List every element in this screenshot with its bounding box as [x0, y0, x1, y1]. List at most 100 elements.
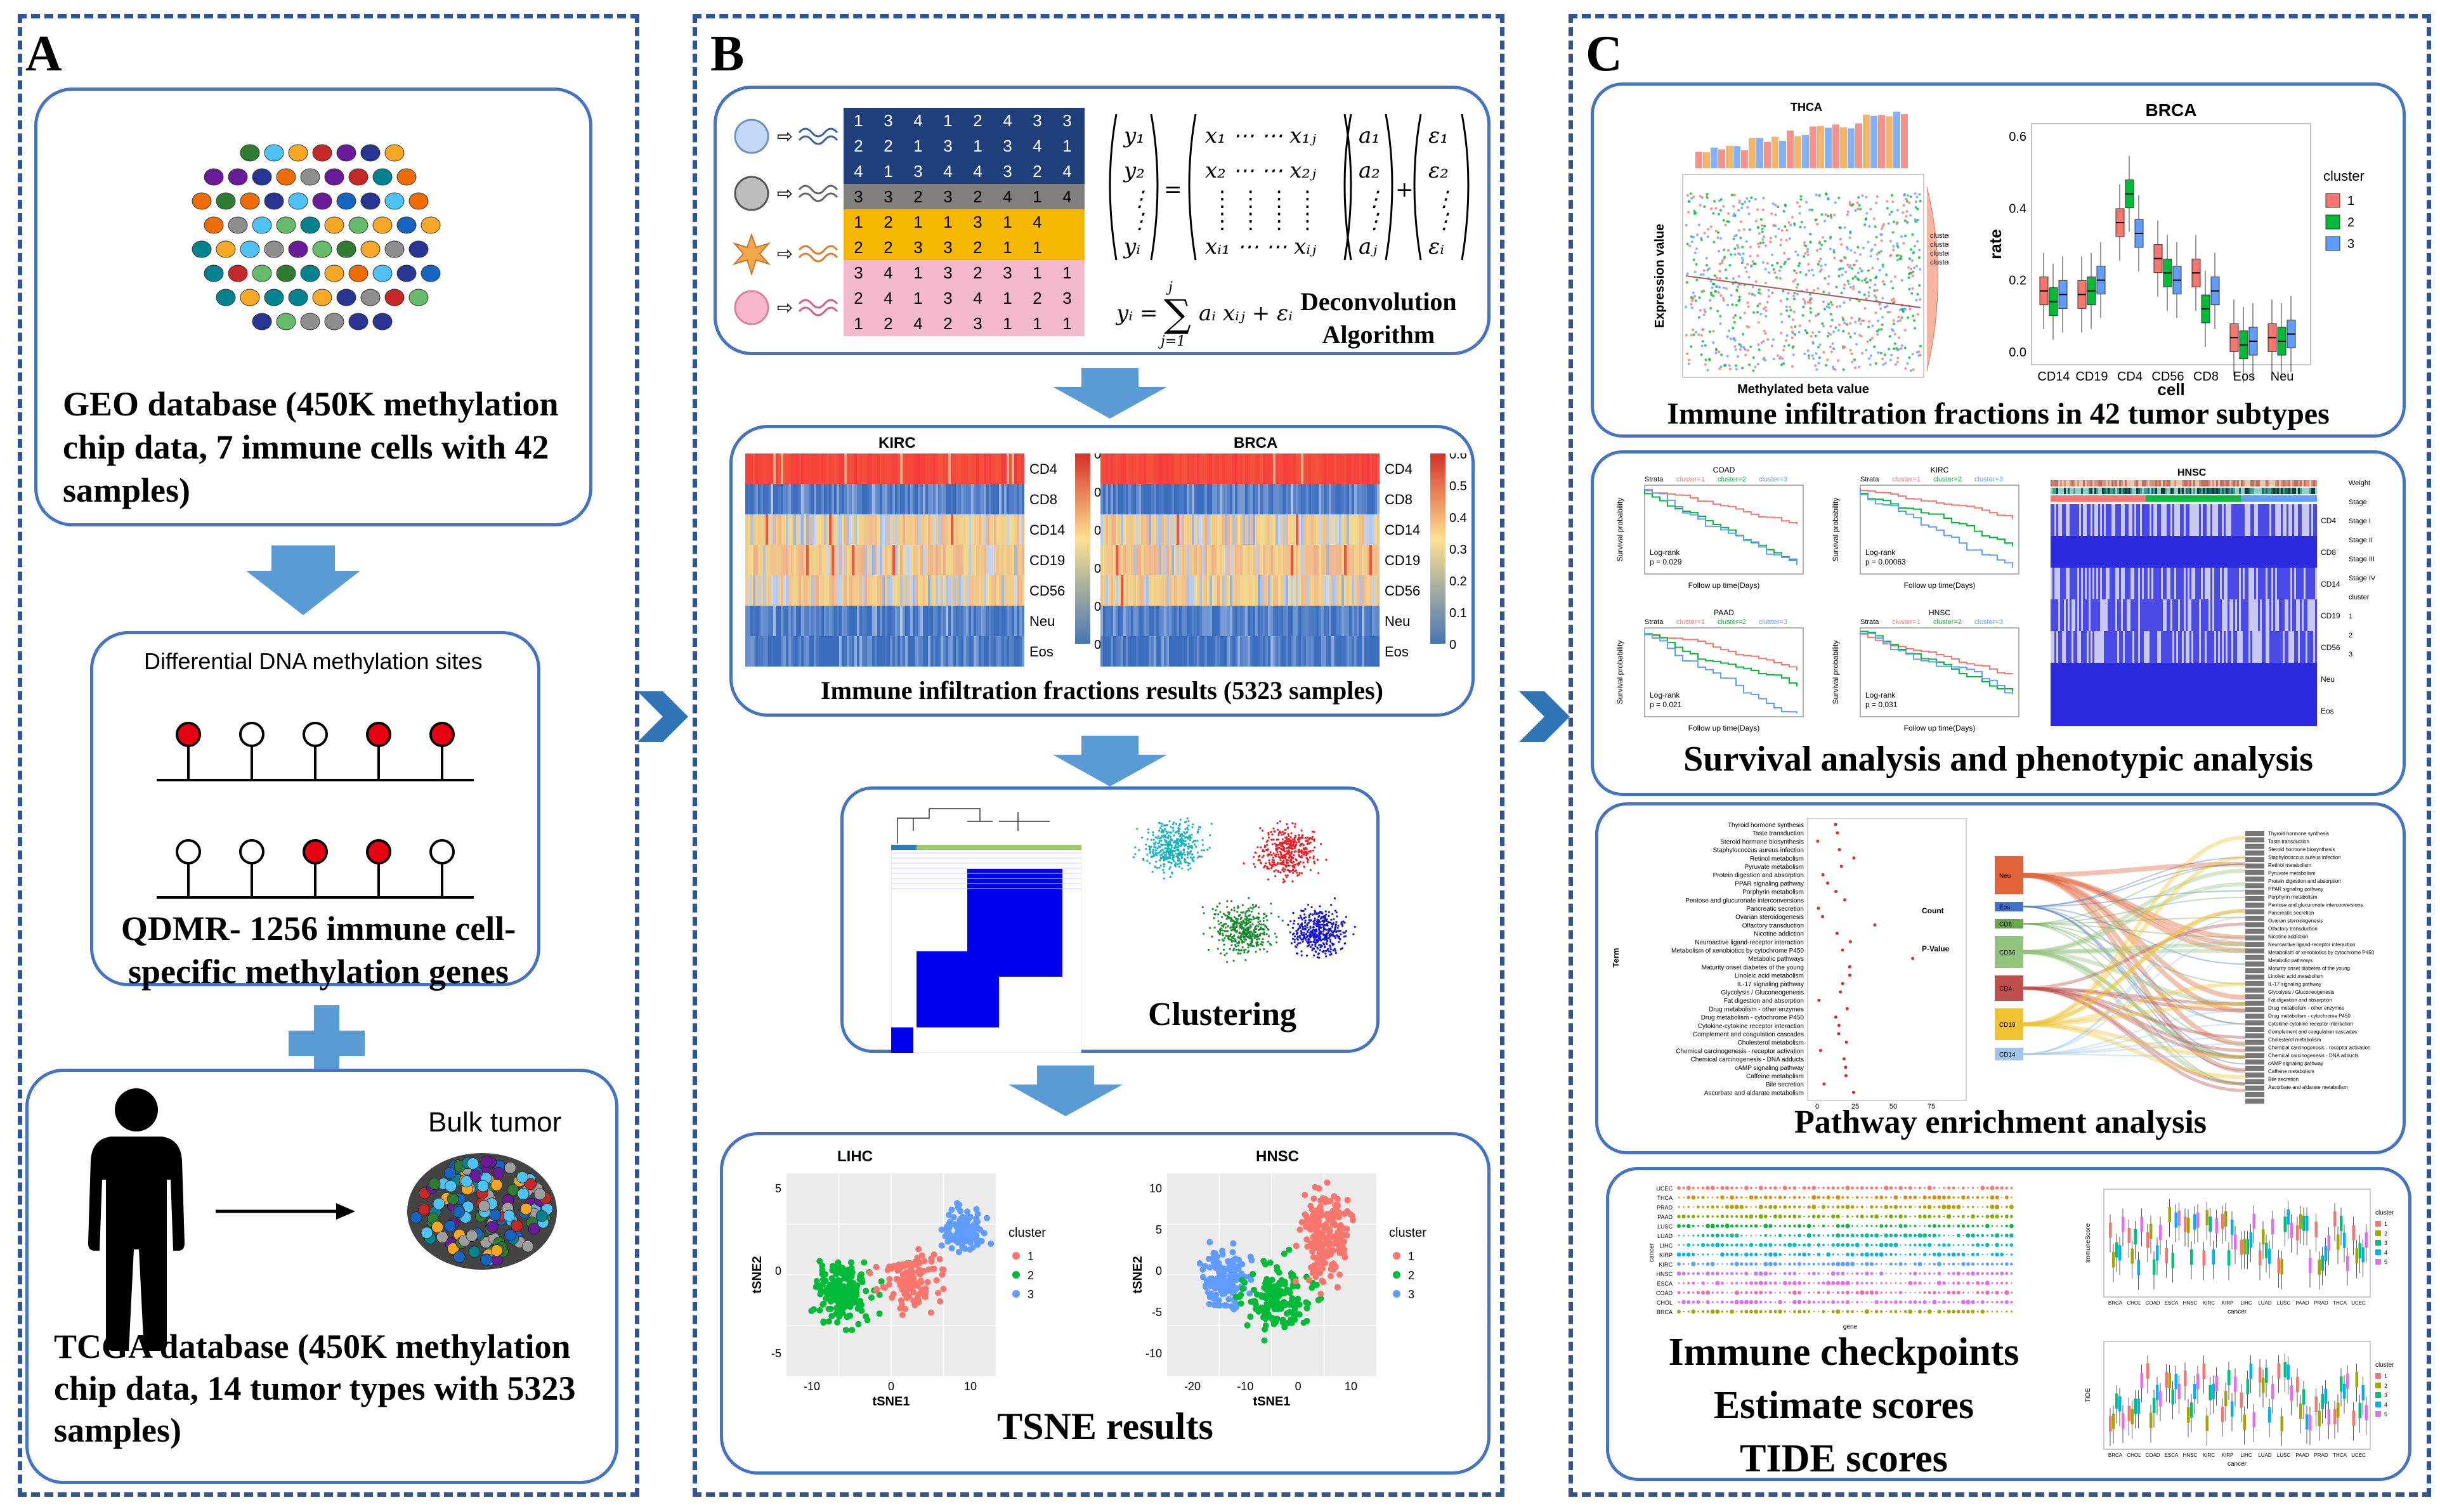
- consensus-block: [917, 951, 999, 1027]
- tsne-point: [935, 1289, 942, 1296]
- kirc-cell: [897, 484, 900, 514]
- scatter-point: [1794, 250, 1797, 253]
- kirc-cell: [816, 606, 819, 636]
- matrix-cell: 2: [884, 136, 893, 155]
- kirc-cell: [748, 575, 750, 606]
- kirc-cell: [862, 545, 864, 575]
- tsne-point: [1321, 1196, 1328, 1203]
- brca-cell: [1166, 514, 1169, 545]
- immune-cell: [300, 168, 320, 186]
- cluster-point: [1244, 948, 1247, 951]
- kirc-cell: [1001, 575, 1004, 606]
- kirc-cell: [842, 514, 844, 545]
- brca-cell: [1230, 514, 1232, 545]
- brca-cell: [1154, 636, 1156, 667]
- brca-row-label: Eos: [1385, 644, 1409, 660]
- cluster-point: [1299, 927, 1302, 929]
- scatter-point: [1865, 212, 1869, 215]
- kirc-cell: [745, 514, 748, 545]
- kirc-cell: [786, 606, 788, 636]
- immune-cell: [240, 144, 260, 162]
- kirc-cell: [854, 545, 857, 575]
- tumor-cell: [480, 1155, 493, 1168]
- cluster-point: [1158, 842, 1161, 844]
- cluster-point: [1163, 863, 1166, 866]
- histogram-bar: [1886, 116, 1893, 168]
- tumor-cell: [492, 1166, 505, 1179]
- scatter-point: [1697, 223, 1700, 226]
- kirc-cell: [981, 575, 984, 606]
- kirc-cell: [875, 514, 877, 545]
- scatter-point: [1900, 316, 1903, 319]
- scatter-point: [1705, 195, 1708, 198]
- kirc-cell: [1009, 606, 1012, 636]
- brca-cell: [1199, 606, 1202, 636]
- cluster-point: [1298, 833, 1300, 837]
- kirc-cell: [824, 453, 826, 484]
- kirc-cell: [864, 453, 867, 484]
- brca-cell: [1121, 514, 1123, 545]
- cluster-point: [1164, 834, 1166, 837]
- y-axis-label: tSNE2: [750, 1256, 764, 1294]
- kirc-cell: [991, 514, 994, 545]
- tsne-point: [1267, 1291, 1274, 1298]
- scatter-point: [1702, 328, 1705, 331]
- scatter-point: [1896, 209, 1899, 212]
- tsne-point: [960, 1222, 967, 1229]
- brca-cell: [1220, 545, 1222, 575]
- brca-cell: [1270, 514, 1273, 545]
- kirc-cell: [913, 575, 915, 606]
- kirc-cell: [989, 606, 991, 636]
- tsne-point: [876, 1310, 883, 1317]
- scatter-point: [1774, 235, 1777, 238]
- kirc-cell: [941, 636, 943, 667]
- cluster-point: [1156, 837, 1159, 840]
- tsne-point: [1303, 1317, 1310, 1324]
- brca-cell: [1194, 606, 1197, 636]
- cluster-point: [1193, 844, 1196, 846]
- brca-cell: [1273, 514, 1275, 545]
- kirc-cell: [826, 453, 829, 484]
- scatter-point: [1877, 351, 1880, 354]
- scatter-point: [1841, 273, 1844, 277]
- brca-cell: [1164, 545, 1166, 575]
- scatter-point: [1827, 214, 1830, 218]
- brca-cell: [1103, 484, 1106, 514]
- scatter-point: [1908, 308, 1912, 311]
- matrix-cell: 3: [884, 111, 893, 130]
- brca-cell: [1283, 514, 1286, 545]
- tsne-point: [955, 1225, 962, 1232]
- scatter-point: [1694, 299, 1697, 303]
- tsne-point: [885, 1281, 892, 1288]
- kirc-cell: [847, 453, 849, 484]
- methylated-site: [366, 839, 391, 864]
- cluster-point: [1166, 832, 1168, 835]
- brca-cell: [1306, 453, 1308, 484]
- cluster-point: [1225, 930, 1227, 932]
- cluster-point: [1333, 918, 1335, 920]
- cluster-point: [1303, 854, 1305, 856]
- cluster-point: [1302, 844, 1305, 847]
- scatter-point: [1900, 344, 1903, 347]
- tsne-point: [981, 1230, 988, 1237]
- scatter-point: [1795, 271, 1798, 275]
- kirc-cell: [844, 484, 847, 514]
- brca-cell: [1220, 514, 1222, 545]
- brca-cell: [1113, 636, 1116, 667]
- immune-cell: [348, 264, 369, 282]
- kirc-cell: [981, 484, 984, 514]
- kirc-cell: [788, 484, 791, 514]
- brca-cell: [1377, 453, 1380, 484]
- legend-swatch: [1012, 1252, 1020, 1260]
- kirc-cell: [811, 636, 814, 667]
- brca-cell: [1243, 606, 1245, 636]
- cluster-point: [1295, 946, 1298, 949]
- brca-cell: [1235, 606, 1237, 636]
- cluster-point: [1300, 856, 1303, 859]
- scatter-point: [1780, 229, 1784, 232]
- kirc-cell: [809, 606, 811, 636]
- kirc-cell: [796, 575, 799, 606]
- brca-cell: [1179, 575, 1182, 606]
- brca-cell: [1177, 636, 1179, 667]
